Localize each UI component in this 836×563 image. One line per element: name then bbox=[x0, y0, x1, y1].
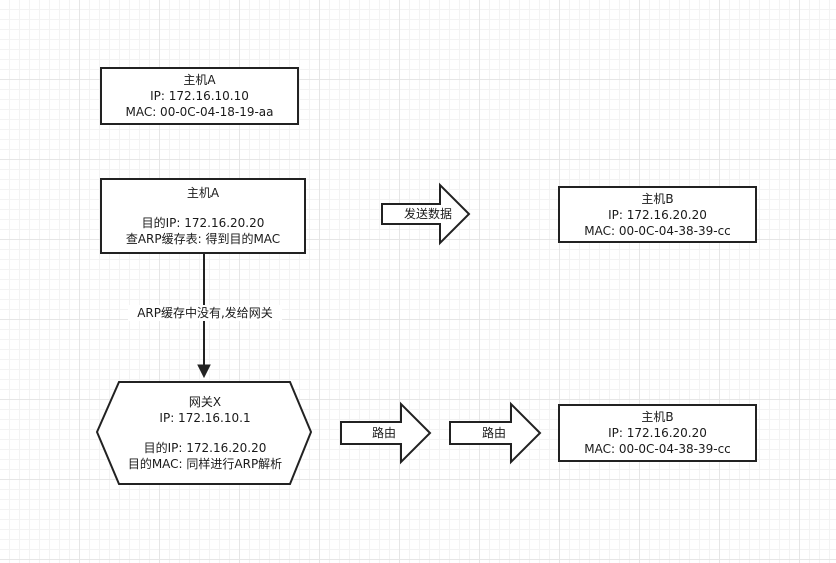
send-data-label: 发送数据 bbox=[403, 207, 452, 221]
connector-label: ARP缓存中没有,发给网关 bbox=[128, 305, 282, 321]
host-b-top-mac: MAC: 00-0C-04-38-39-cc bbox=[584, 223, 731, 238]
host-b-bottom-mac: MAC: 00-0C-04-38-39-cc bbox=[584, 442, 731, 456]
route-block-arrow-1[interactable] bbox=[340, 401, 432, 465]
send-data-block-arrow[interactable] bbox=[381, 182, 471, 246]
connector-arrowhead bbox=[197, 364, 211, 379]
host-a-info-ip: IP: 172.16.10.10 bbox=[150, 89, 249, 103]
host-b-bottom-box[interactable]: 主机B IP: 172.16.20.20 MAC: 00-0C-04-38-39… bbox=[558, 404, 757, 462]
host-b-bottom-title: 主机B bbox=[641, 410, 674, 424]
host-b-top-ip: IP: 172.16.20.20 bbox=[608, 207, 707, 222]
host-a-info-title: 主机A bbox=[183, 73, 216, 87]
host-a-query-lookup: 查ARP缓存表: 得到目的MAC bbox=[125, 232, 281, 246]
gateway-target-ip: 目的IP: 172.16.20.20 bbox=[143, 441, 267, 455]
host-b-top-title: 主机B bbox=[641, 191, 674, 206]
route-label-1: 路由 bbox=[371, 426, 396, 440]
host-b-bottom-ip: IP: 172.16.20.20 bbox=[608, 426, 707, 440]
host-a-info-box[interactable]: 主机A IP: 172.16.10.10 MAC: 00-0C-04-18-19… bbox=[100, 67, 299, 125]
host-a-info-mac: MAC: 00-0C-04-18-19-aa bbox=[125, 105, 274, 119]
gateway-title: 网关X bbox=[188, 395, 222, 409]
gateway-text: 网关X IP: 172.16.10.1 目的IP: 172.16.20.20 目… bbox=[100, 384, 310, 482]
gateway-hexagon[interactable] bbox=[95, 381, 313, 485]
host-a-query-target-ip: 目的IP: 172.16.20.20 bbox=[141, 216, 265, 230]
route-label-2: 路由 bbox=[481, 426, 506, 440]
gateway-target-mac: 目的MAC: 同样进行ARP解析 bbox=[127, 457, 283, 471]
host-b-top-box[interactable]: 主机B IP: 172.16.20.20 MAC: 00-0C-04-38-39… bbox=[558, 186, 757, 243]
gateway-ip: IP: 172.16.10.1 bbox=[159, 411, 251, 425]
host-a-query-title: 主机A bbox=[186, 186, 220, 200]
host-a-query-box[interactable]: 主机A 目的IP: 172.16.20.20 查ARP缓存表: 得到目的MAC bbox=[100, 178, 306, 254]
route-block-arrow-2[interactable] bbox=[449, 401, 542, 465]
